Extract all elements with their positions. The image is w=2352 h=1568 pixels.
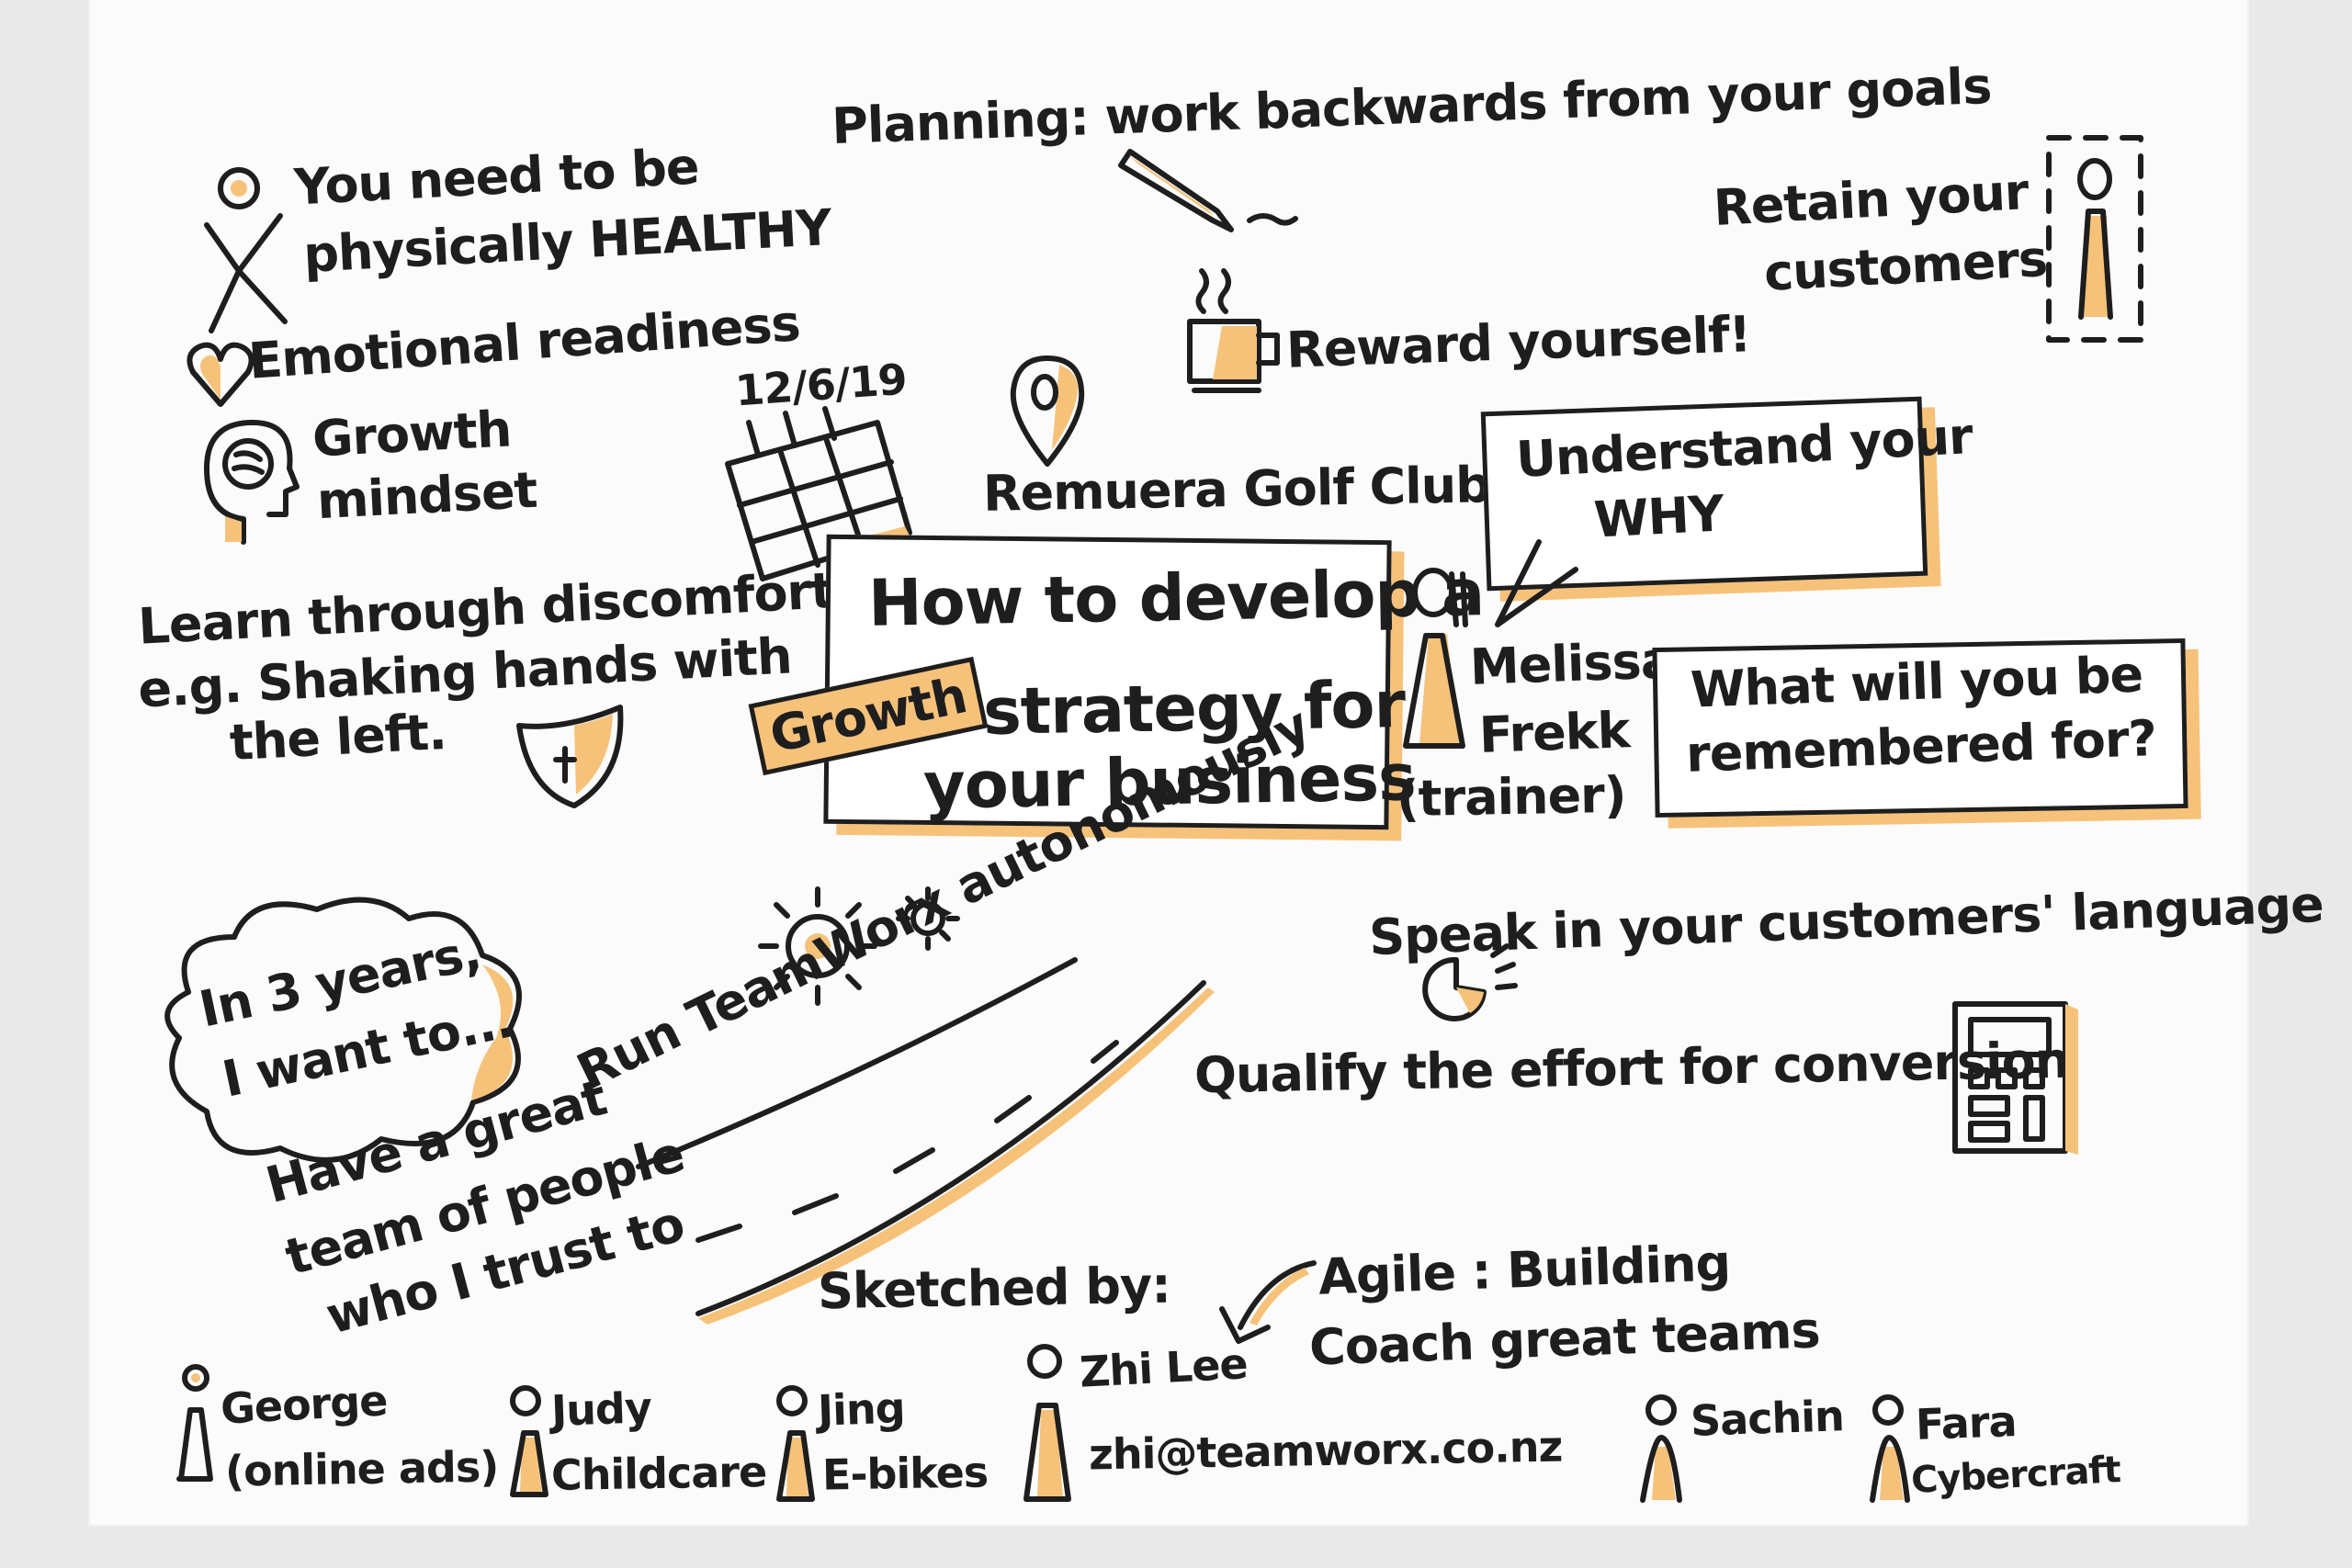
pencil-icon xyxy=(1118,149,1298,232)
person-icon xyxy=(2046,135,2143,343)
person-icon xyxy=(510,1385,548,1497)
person-detail: zhi@teamworx.co.nz xyxy=(1088,1421,1563,1480)
shield-icon xyxy=(516,705,624,808)
pie-chart-icon xyxy=(1422,943,1518,1021)
person-icon xyxy=(1023,1344,1071,1502)
coffee-cup-icon xyxy=(1187,268,1280,393)
person-name: Fara xyxy=(1915,1396,2018,1450)
sketched-by-label: Sketched by: xyxy=(817,1256,1171,1321)
trainer-name-line1: Melissa xyxy=(1468,631,1675,696)
title-line2: strategy for xyxy=(982,667,1406,750)
growth-mindset-line1: Growth xyxy=(311,400,513,468)
person-name: Zhi Lee xyxy=(1078,1338,1249,1397)
event-date: 12/6/19 xyxy=(733,354,909,416)
trainer-name-line2: Frekk xyxy=(1477,701,1631,764)
heart-icon xyxy=(187,342,254,407)
head-brain-icon xyxy=(204,420,300,545)
person-name: Sachin xyxy=(1690,1391,1845,1446)
growth-mindset-line2: mindset xyxy=(315,460,538,531)
trainer-role: (trainer) xyxy=(1396,765,1626,829)
arrow-icon xyxy=(1219,1260,1317,1344)
calculator-icon xyxy=(1952,1001,2078,1155)
person-cheering-icon xyxy=(204,167,288,333)
person-name: Judy xyxy=(550,1382,652,1436)
person-icon xyxy=(1640,1394,1682,1503)
title-line1: How to develop a xyxy=(867,555,1485,641)
speech-bubble-tail xyxy=(1495,539,1578,627)
road-icon xyxy=(636,957,1215,1325)
person-icon xyxy=(1403,568,1468,749)
why-note-line2: WHY xyxy=(1592,484,1725,549)
person-icon xyxy=(176,1364,213,1482)
person-icon xyxy=(776,1385,815,1502)
person-name: Jing xyxy=(817,1382,906,1436)
sun-icon xyxy=(758,886,960,1006)
person-icon xyxy=(1870,1394,1910,1503)
person-detail: (online ads) xyxy=(224,1441,499,1496)
thought-cloud-icon xyxy=(164,897,522,1163)
event-venue: Remuera Golf Club xyxy=(982,456,1491,523)
person-detail: E-bikes xyxy=(821,1447,989,1500)
person-detail: Childcare xyxy=(550,1446,767,1501)
discomfort-note-line3: the left. xyxy=(228,702,448,773)
person-name: George xyxy=(219,1375,389,1434)
location-pin-icon xyxy=(1010,355,1085,467)
